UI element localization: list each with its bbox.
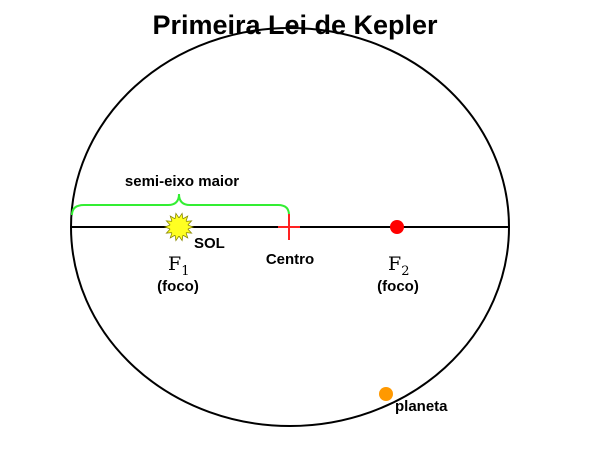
planet-dot — [379, 387, 393, 401]
focus2-letter: F — [388, 253, 401, 275]
sun-label: SOL — [194, 235, 225, 252]
focus2-note: (foco) — [377, 278, 419, 295]
semi-major-axis-label: semi-eixo maior — [125, 173, 239, 190]
center-label: Centro — [266, 251, 314, 268]
center-mark — [278, 214, 300, 240]
semi-major-axis-brace — [71, 193, 290, 216]
focus2-dot — [390, 220, 404, 234]
focus2-label: F2 — [388, 253, 409, 279]
diagram-title: Primeira Lei de Kepler — [152, 10, 438, 40]
planet-label: planeta — [395, 398, 448, 415]
focus2-subscript: 2 — [401, 264, 409, 279]
focus1-label: F1 — [168, 253, 189, 279]
focus1-subscript: 1 — [181, 264, 189, 279]
focus1-letter: F — [168, 253, 181, 275]
focus1-note: (foco) — [157, 278, 199, 295]
sun-icon — [163, 212, 195, 242]
